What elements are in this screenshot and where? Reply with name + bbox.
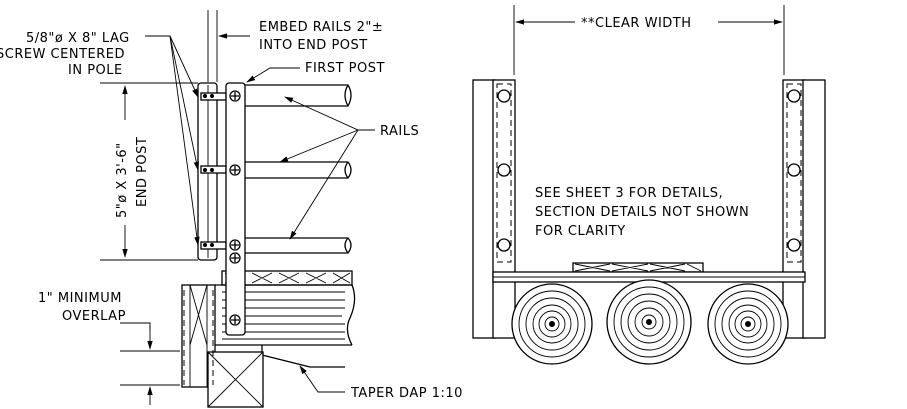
overlap-note-line1: 1" MINIMUM: [38, 291, 122, 306]
overlap-note-line2: OVERLAP: [62, 309, 126, 324]
left-elevation-view: 5"ø X 3'-6" END POST: [0, 10, 463, 408]
cap-block: [181, 284, 264, 408]
log-stringers: [511, 279, 789, 365]
overlap-dimension: [120, 322, 180, 405]
details-note-line2: SECTION DETAILS NOT SHOWN: [535, 205, 749, 220]
embed-note-line2: INTO END POST: [259, 38, 368, 53]
clear-width-label: **CLEAR WIDTH: [581, 16, 692, 31]
deck-section: [215, 270, 356, 368]
leader-lines: [145, 33, 375, 393]
right-section-view: **CLEAR WIDTH: [472, 5, 826, 365]
section-posts: [472, 79, 826, 339]
lag-screw-note-line2: SCREW CENTERED: [0, 47, 125, 62]
first-post: [225, 82, 246, 336]
embed-note-line1: EMBED RAILS 2"±: [259, 20, 383, 35]
first-post-label: FIRST POST: [305, 61, 385, 76]
rails-label: RAILS: [380, 124, 419, 139]
end-post-dim-line2: END POST: [135, 137, 150, 207]
details-note-line1: SEE SHEET 3 FOR DETAILS,: [535, 186, 723, 201]
clear-width-dimension: **CLEAR WIDTH: [513, 5, 785, 75]
rail-tubes: [243, 84, 352, 254]
taper-note: TAPER DAP 1:10: [350, 386, 463, 401]
lag-screw-note-line3: IN POLE: [68, 63, 123, 78]
end-post-dimension: 5"ø X 3'-6" END POST: [100, 82, 198, 261]
end-post-dim-line1: 5"ø X 3'-6": [115, 142, 130, 218]
lag-screws: [200, 92, 227, 250]
section-deck: [492, 262, 806, 283]
details-note-line3: FOR CLARITY: [535, 224, 626, 239]
lag-screw-note-line1: 5/8"ø X 8" LAG: [26, 31, 130, 46]
